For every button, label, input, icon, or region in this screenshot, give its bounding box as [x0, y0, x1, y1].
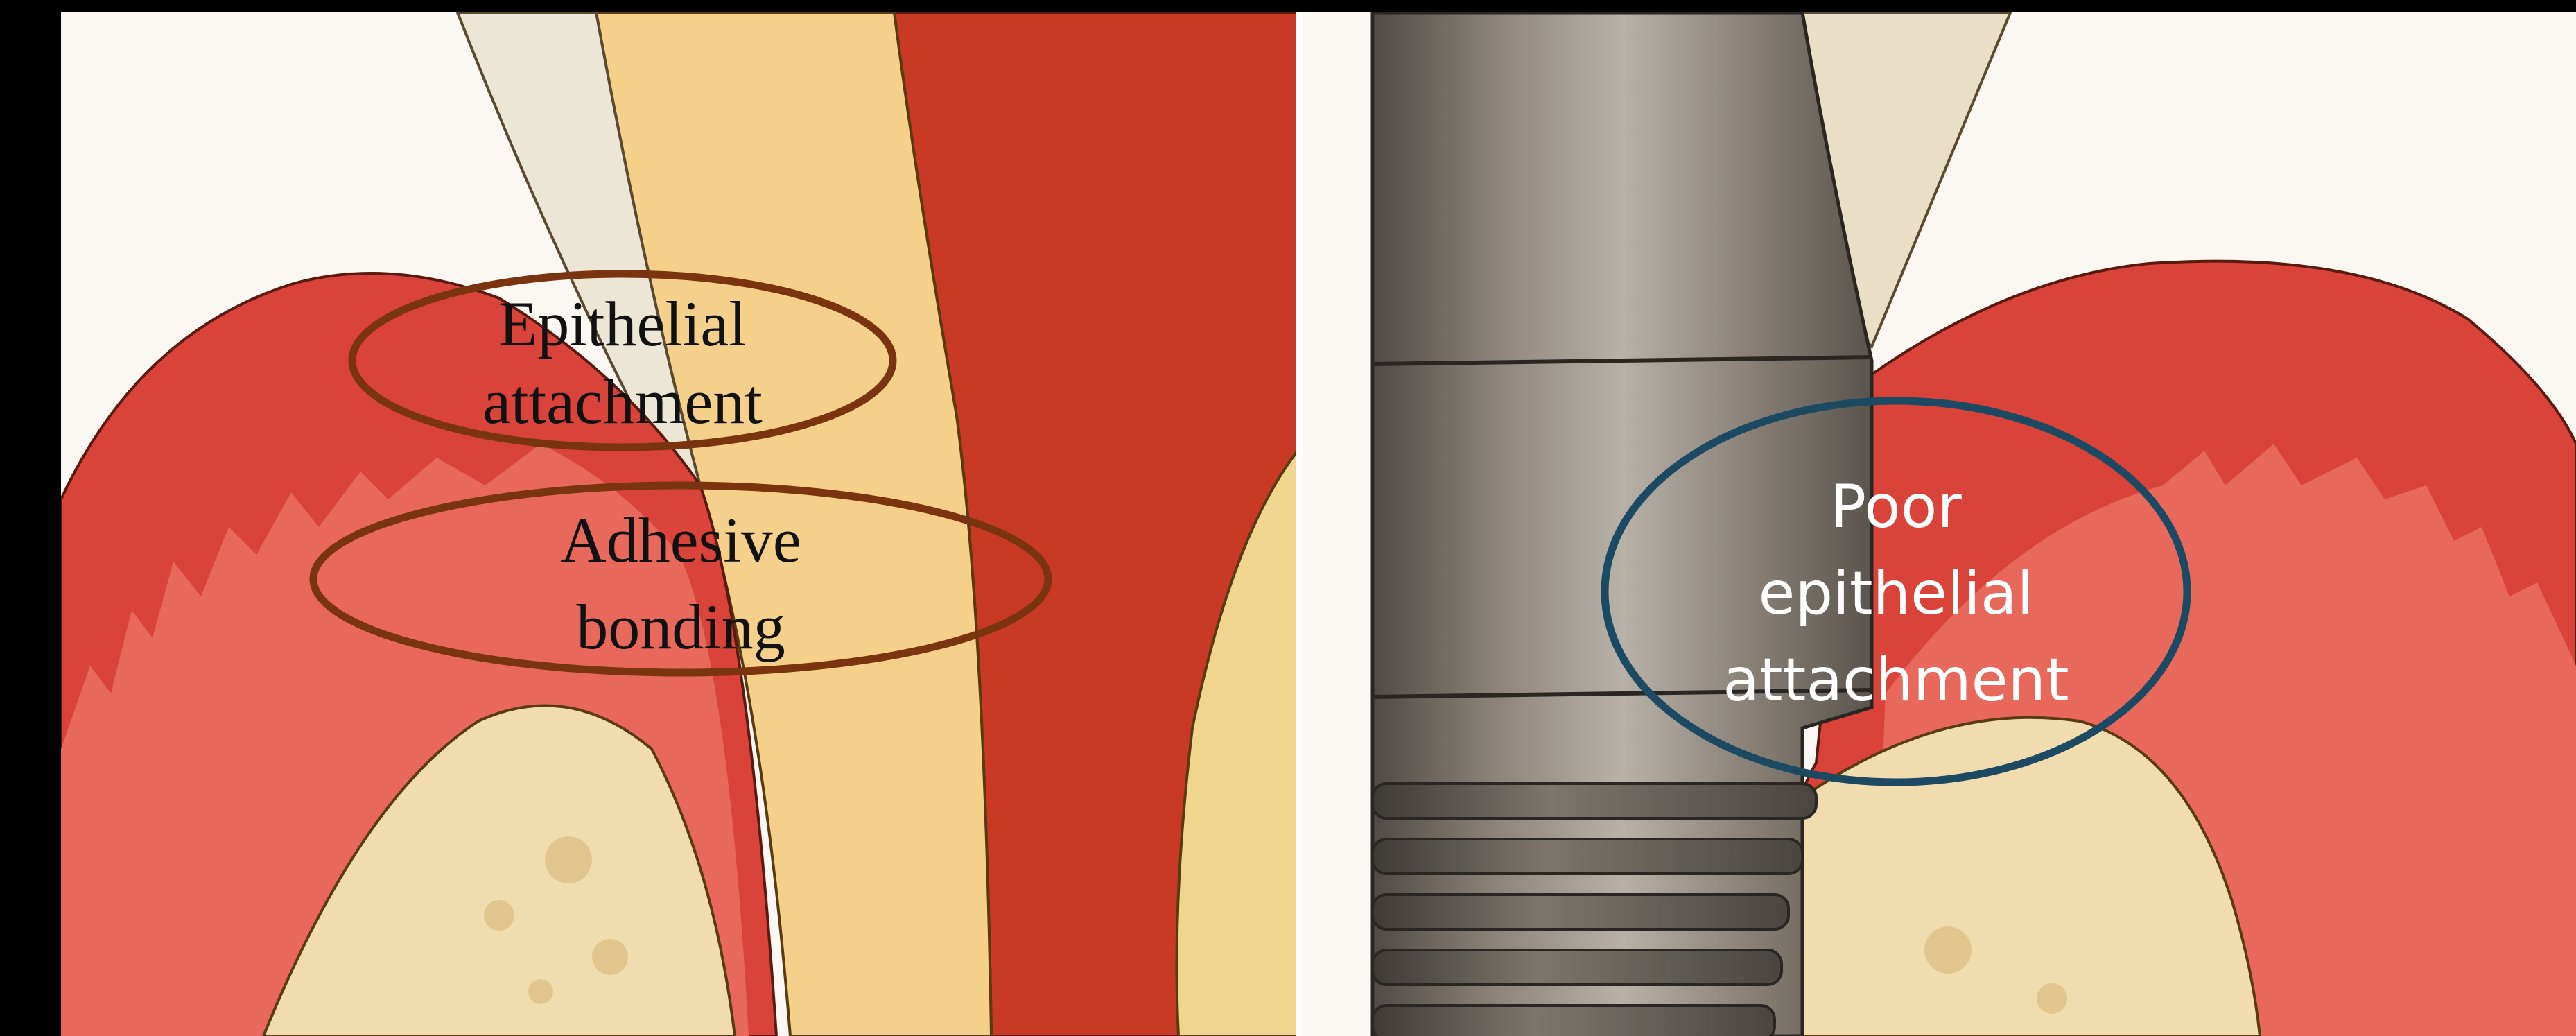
epithelial-attachment-label-line-2: attachment	[482, 366, 763, 437]
bone-trabecula	[2037, 983, 2067, 1014]
poor-epithelial-attachment-label-line-3: attachment	[1723, 646, 2069, 715]
bone-trabecula	[484, 900, 514, 931]
bone-trabecula	[592, 939, 628, 975]
panel-divider	[1296, 12, 1303, 1036]
left-panel-natural-tooth: Epithelial attachment Adhesive bonding	[61, 12, 1303, 1036]
bone-trabecula	[528, 979, 553, 1004]
bone-trabecula	[545, 836, 592, 883]
adhesive-bonding-label-line-1: Adhesive	[560, 505, 801, 576]
adhesive-bonding-label-line-2: bonding	[576, 592, 785, 662]
right-panel-implant: Poor epithelial attachment	[1303, 12, 2576, 1036]
bone-trabecula	[1924, 926, 1972, 974]
poor-epithelial-attachment-label-line-1: Poor	[1830, 472, 1962, 542]
epithelial-attachment-label-line-1: Epithelial	[498, 288, 747, 359]
poor-epithelial-attachment-label-line-2: epithelial	[1759, 559, 2034, 628]
